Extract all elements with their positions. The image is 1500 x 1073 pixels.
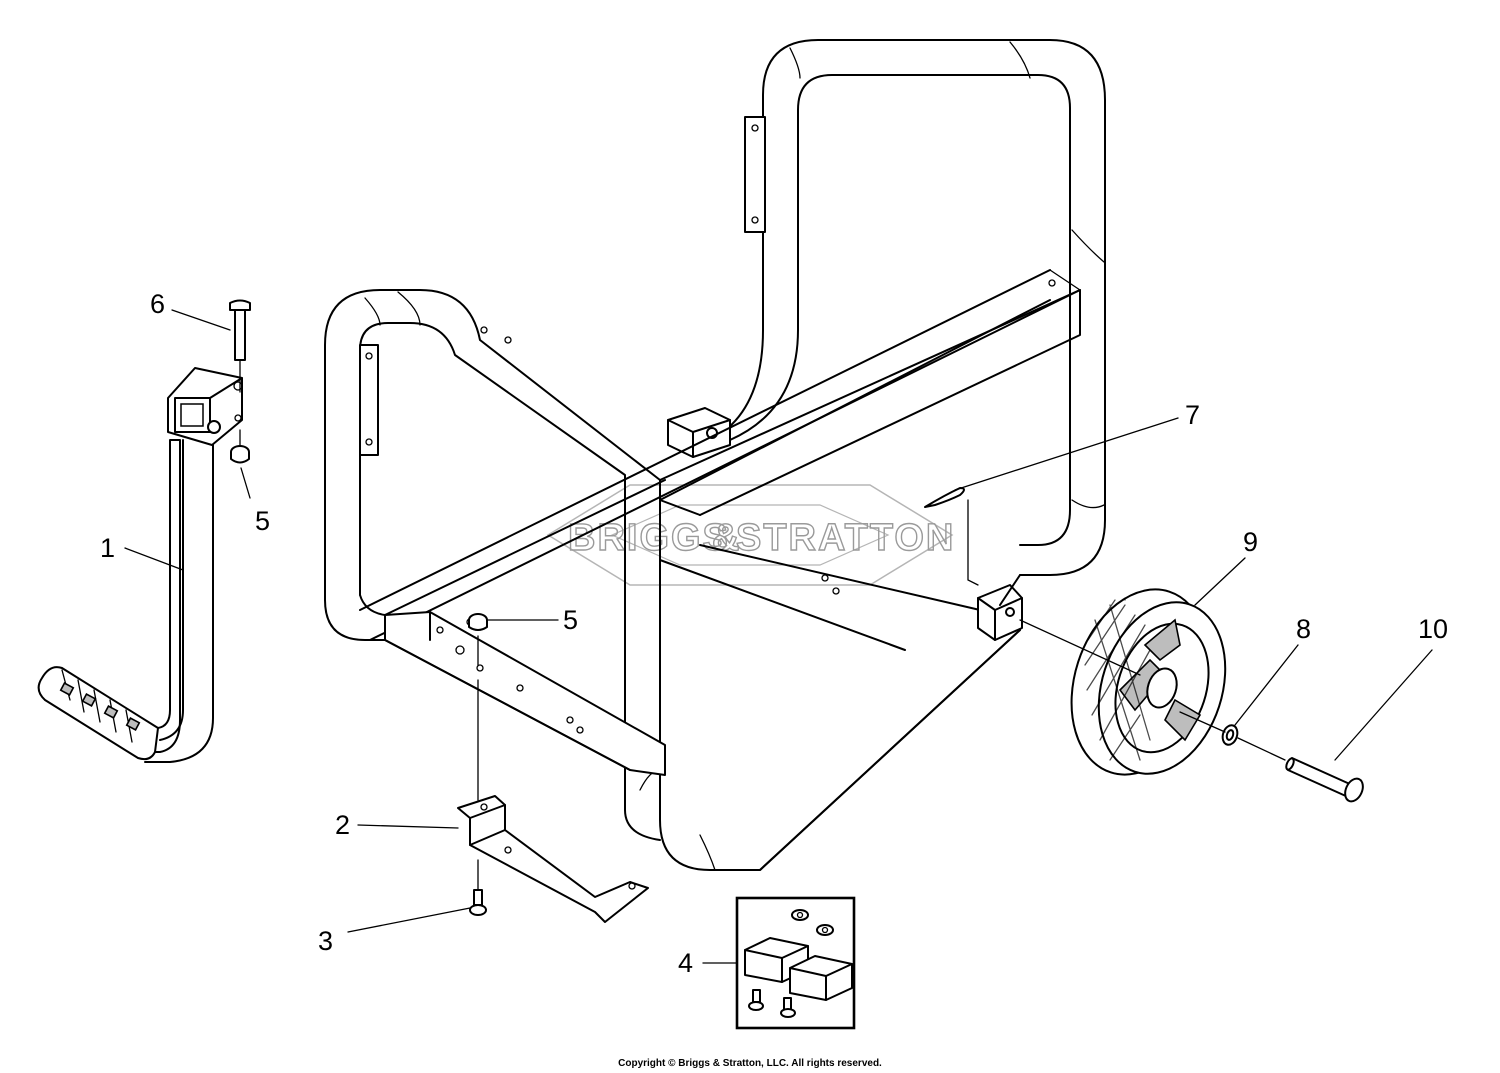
callout-labels: 6 5 1 5 2 3 4 7 9 8 10 [100, 289, 1448, 978]
nut-part-5-upper [230, 429, 250, 464]
copyright-notice: Copyright © Briggs & Stratton, LLC. All … [618, 1058, 882, 1069]
callout-2: 2 [335, 810, 350, 840]
brand-watermark: BRIGGS & STRATTON [546, 484, 955, 586]
axle-pin-part-10 [1285, 757, 1364, 803]
callout-5-lower: 5 [563, 605, 578, 635]
leader-lines [124, 309, 1433, 964]
callout-9: 9 [1243, 527, 1258, 557]
foot-bracket-part-2 [457, 679, 649, 923]
callout-8: 8 [1296, 614, 1311, 644]
callout-6: 6 [150, 289, 165, 319]
pin-clip-part-7 [924, 487, 979, 586]
callout-4: 4 [678, 948, 693, 978]
callout-7: 7 [1185, 400, 1200, 430]
nut-part-5-lower [468, 613, 488, 666]
wheel-part-9 [1019, 588, 1227, 776]
handle-part-1 [37, 367, 243, 763]
frame-cradle [324, 39, 1106, 871]
callout-5-upper: 5 [255, 506, 270, 536]
mount-kit-part-4 [735, 896, 856, 1030]
screw-part-3 [469, 859, 487, 916]
callout-1: 1 [100, 533, 115, 563]
bolt-part-6 [229, 299, 251, 393]
washer-part-8 [1179, 711, 1286, 761]
watermark-text-right: STRATTON [736, 517, 955, 559]
callout-3: 3 [318, 926, 333, 956]
callout-10: 10 [1418, 614, 1448, 644]
watermark-text-left: BRIGGS [568, 517, 730, 559]
